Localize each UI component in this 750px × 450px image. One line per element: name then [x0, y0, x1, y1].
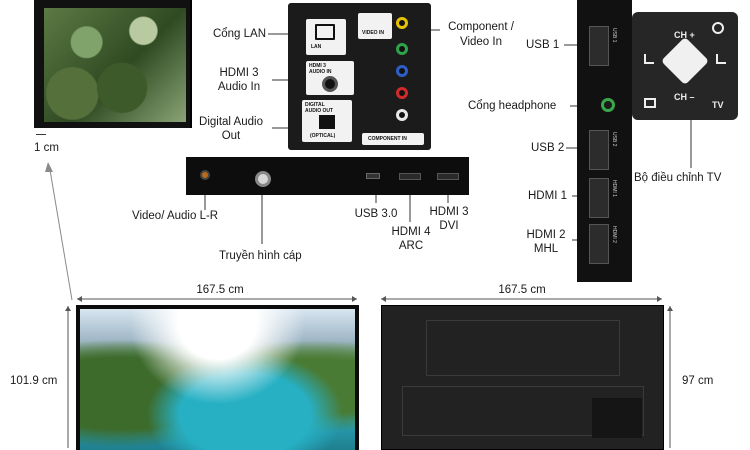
back-tv-image — [381, 305, 664, 450]
lan-port-text: LAN — [311, 44, 322, 50]
label-digital-audio-2: Out — [221, 130, 241, 142]
hdmi3-dvi-port-icon — [437, 173, 459, 180]
front-tv-screen — [80, 309, 355, 450]
side-usb1-text: USB 1 — [611, 28, 617, 43]
bottom-connector-strip — [186, 157, 469, 195]
tv-corner-screen — [44, 8, 186, 122]
bezel-dimension-line — [36, 134, 46, 135]
hdmi1-port-icon — [589, 178, 609, 218]
hdmi3-audio-text-1: HDMI 3 — [309, 63, 326, 69]
usb1-port-icon — [589, 26, 609, 66]
back-panel-rib-lower — [402, 386, 644, 436]
front-tv-image — [76, 305, 359, 450]
back-connector-area — [592, 398, 642, 438]
headphone-jack-icon — [601, 98, 615, 112]
rear-connector-panel: LAN HDMI 3 AUDIO IN DIGITAL AUDIO OUT (O… — [288, 3, 431, 150]
label-headphone: Cổng headphone — [468, 100, 557, 112]
input-icon — [644, 98, 656, 108]
label-tv-controller: Bộ điều chỉnh TV — [634, 172, 722, 184]
hdmi3-audio-text-2: AUDIO IN — [309, 69, 332, 75]
tv-controller-panel: CH + CH – TV — [632, 12, 738, 120]
label-component-1: Component / — [448, 21, 514, 33]
rca-red-icon — [396, 87, 408, 99]
hdmi3-audio-in-box: HDMI 3 AUDIO IN — [306, 61, 354, 95]
digital-out-text-1: DIGITAL — [305, 102, 325, 108]
label-hdmi2-2: MHL — [533, 243, 559, 255]
rca-yellow-icon — [396, 17, 408, 29]
side-hdmi1-text: HDMI 1 — [611, 180, 617, 197]
video-in-box: VIDEO IN — [358, 13, 392, 39]
label-lan: Cổng LAN — [212, 28, 266, 40]
label-usb1: USB 1 — [526, 39, 560, 51]
label-hdmi4-2: ARC — [398, 240, 424, 252]
label-digital-audio-1: Digital Audio — [199, 116, 263, 128]
label-usb2: USB 2 — [531, 142, 565, 154]
bezel-pointer-line — [49, 169, 73, 301]
rca-green-icon — [396, 43, 408, 55]
label-hdmi4-1: HDMI 4 — [391, 226, 431, 238]
front-height-label: 101.9 cm — [10, 375, 58, 387]
label-hdmi3-audio-2: Audio In — [217, 81, 261, 93]
ch-plus-text: CH + — [674, 30, 695, 40]
hdmi4-port-icon — [399, 173, 421, 180]
label-video-audio-lr: Video/ Audio L-R — [132, 210, 219, 222]
component-in-box: COMPONENT IN — [362, 133, 424, 145]
usb2-port-icon — [589, 130, 609, 170]
usb30-port-icon — [366, 173, 380, 179]
bezel-pointer-arrow — [45, 162, 53, 172]
optical-text: (OPTICAL) — [310, 133, 336, 139]
back-width-label: 167.5 cm — [498, 284, 546, 296]
component-in-text: COMPONENT IN — [368, 136, 407, 142]
volume-down-icon — [716, 54, 726, 64]
digital-audio-out-box: DIGITAL AUDIO OUT (OPTICAL) — [302, 100, 352, 142]
label-hdmi3dvi-1: HDMI 3 — [429, 206, 469, 218]
label-hdmi1: HDMI 1 — [528, 190, 567, 202]
optical-port-icon — [319, 115, 335, 129]
rca-white-icon — [396, 109, 408, 121]
tv-text: TV — [712, 100, 724, 110]
cable-tv-connector-icon — [255, 171, 271, 187]
power-icon — [712, 22, 724, 34]
side-connector-panel: USB 1 USB 2 HDMI 1 HDMI 2 — [577, 0, 632, 282]
lan-port-box: LAN — [306, 19, 346, 55]
label-component-2: Video In — [460, 36, 502, 48]
video-audio-jack-icon — [200, 170, 210, 180]
back-panel-rib — [426, 320, 620, 376]
hdmi2-port-icon — [589, 224, 609, 264]
audio-jack-icon — [322, 76, 338, 92]
label-hdmi2-1: HDMI 2 — [526, 229, 566, 241]
volume-up-icon — [644, 54, 654, 64]
digital-out-text-2: AUDIO OUT — [305, 108, 334, 114]
controller-joystick-icon — [660, 36, 710, 86]
label-cable-tv: Truyền hình cáp — [219, 250, 302, 262]
video-in-text: VIDEO IN — [362, 30, 384, 36]
bezel-dimension-label: 1 cm — [34, 142, 59, 154]
ch-minus-text: CH – — [674, 92, 695, 102]
rca-blue-icon — [396, 65, 408, 77]
front-width-label: 167.5 cm — [196, 284, 244, 296]
label-hdmi3dvi-2: DVI — [439, 220, 459, 232]
tv-corner-image — [34, 0, 192, 128]
label-hdmi3-audio-1: HDMI 3 — [219, 67, 259, 79]
lan-port-icon — [315, 24, 335, 40]
back-height-label: 97 cm — [682, 375, 714, 387]
side-usb2-text: USB 2 — [611, 132, 617, 147]
side-hdmi2-text: HDMI 2 — [611, 226, 617, 243]
label-usb30: USB 3.0 — [354, 208, 398, 220]
